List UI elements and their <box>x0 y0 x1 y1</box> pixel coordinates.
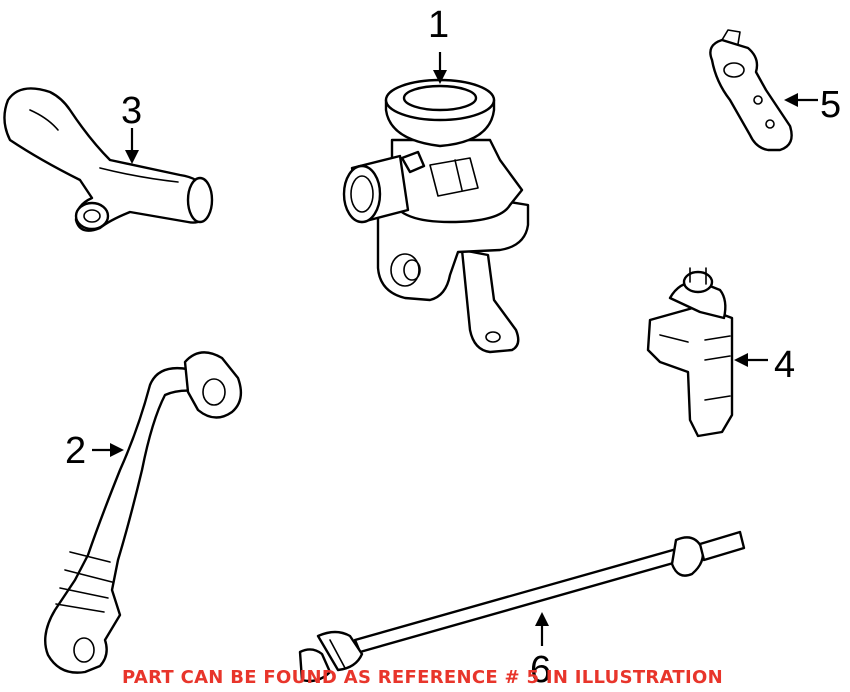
part-3-hose[interactable] <box>3 87 214 232</box>
callout-3: 3 <box>121 90 142 132</box>
leader-5 <box>784 93 818 107</box>
callout-4: 4 <box>774 344 795 386</box>
part-4-sensor[interactable] <box>646 267 734 438</box>
part-1-valve-assembly[interactable] <box>342 78 530 354</box>
leader-2 <box>92 443 124 457</box>
part-6-rod-sensor[interactable] <box>298 530 746 683</box>
reference-note: PART CAN BE FOUND AS REFERENCE # 5 IN IL… <box>122 667 723 688</box>
callout-5: 5 <box>820 84 841 126</box>
leader-3 <box>125 128 139 164</box>
part-5-sensor[interactable] <box>709 29 793 152</box>
callout-1: 1 <box>428 4 449 46</box>
callout-6: 6 <box>530 649 551 691</box>
part-2-pipe[interactable] <box>44 351 243 674</box>
leader-6 <box>535 612 549 646</box>
leader-4 <box>734 353 768 367</box>
callout-2: 2 <box>65 430 86 472</box>
leader-1 <box>433 52 447 84</box>
